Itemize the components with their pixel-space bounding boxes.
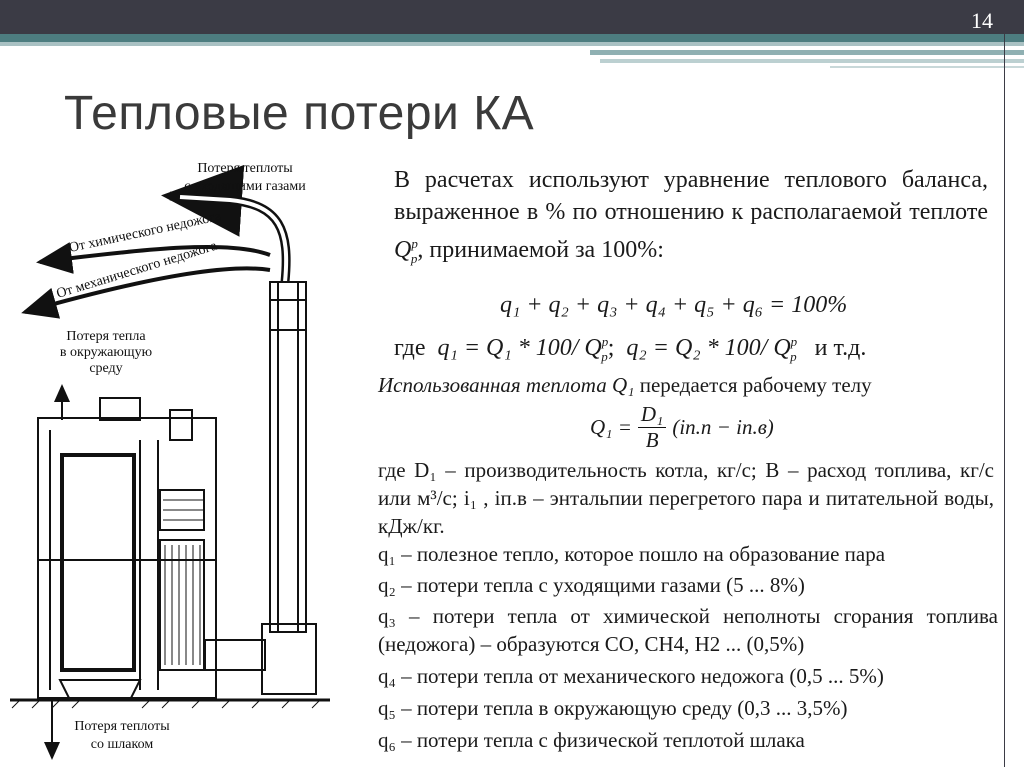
boiler-tubes [163, 499, 203, 665]
accent-stripe-short-light [600, 59, 1024, 63]
etc-text: и т.д. [814, 335, 867, 361]
accent-stripe [0, 34, 1024, 42]
balance-text-a: В расчетах используют уравнение тепловог… [394, 167, 988, 225]
label-slag-loss-1: Потеря теплоты [74, 719, 170, 734]
frac-numerator: D₁ [637, 402, 667, 428]
flue-gas-arrow-inner [179, 195, 289, 283]
used-heat-line: Использованная теплота Q₁ передается раб… [378, 373, 872, 398]
label-environment-loss-1: Потеря тепла [66, 329, 146, 344]
q-definition-line: где q₁ = Q₁ * 100/ Qpp; q₂ = Q₂ * 100/ Q… [394, 334, 867, 364]
where-word: где [394, 335, 426, 361]
q2-formula: q₂ = Q₂ * 100/ [626, 335, 774, 361]
used-heat-text-b: передается рабочему телу [639, 373, 872, 397]
page-number: 14 [971, 8, 993, 33]
q3-description: q₃ – потери тепла от химической неполнот… [378, 604, 998, 656]
used-heat-text-a: Использованная теплота Q₁ [378, 373, 635, 397]
frac-lhs: Q₁ = [590, 415, 632, 439]
frac-rhs: (iп.п − iп.в) [672, 415, 774, 439]
top-bar [0, 0, 1024, 34]
label-slag-loss-2: со шлаком [91, 737, 154, 752]
label-environment-loss-3: среду [89, 361, 122, 376]
balance-text-b: , принимаемой за 100%: [417, 237, 664, 263]
boiler-body [37, 397, 266, 701]
label-flue-loss-2: с уходящими газами [184, 179, 306, 194]
label-environment-loss-2: в окружающую [60, 345, 152, 360]
accent-stripe-thin [830, 66, 1024, 68]
qpp-symbol: Qpp [394, 236, 418, 266]
q5-description: q₅ – потери тепла в окружающую среду (0,… [378, 696, 848, 720]
slide-frame-line [1004, 0, 1005, 767]
q1-description: q₁ – полезное тепло, которое пошло на об… [378, 542, 886, 566]
mechanical-underburn-arrow [21, 266, 271, 319]
q6-description: q₆ – потери тепла с физической теплотой … [378, 728, 805, 752]
balance-paragraph: В расчетах используют уравнение тепловог… [394, 164, 988, 275]
slide-title: Тепловые потери КА [64, 87, 535, 140]
accent-stripe-light [0, 42, 1024, 46]
accent-stripe-short [590, 50, 1024, 55]
ground-hatch [11, 699, 321, 709]
label-flue-loss-1: Потеря теплоты [197, 161, 293, 176]
frac-denominator: B [645, 428, 659, 452]
chemical-underburn-arrow [36, 242, 271, 274]
q1-fraction-formula: Q₁ = D₁ B (iп.п − iп.в) [590, 402, 774, 453]
where-paragraph: где D₁ – производительность котла, кг/с;… [378, 458, 994, 538]
q2-description: q₂ – потери тепла с уходящими газами (5 … [378, 573, 805, 597]
q4-description: q₄ – потери тепла от механического недож… [378, 664, 884, 688]
balance-equation: q₁ + q₂ + q₃ + q₄ + q₅ + q₆ = 100% [500, 292, 848, 318]
boiler-diagram: Потеря теплоты с уходящими газами От хим… [10, 161, 330, 760]
q1-formula: q₁ = Q₁ * 100/ [437, 335, 585, 361]
chimney [261, 281, 317, 695]
